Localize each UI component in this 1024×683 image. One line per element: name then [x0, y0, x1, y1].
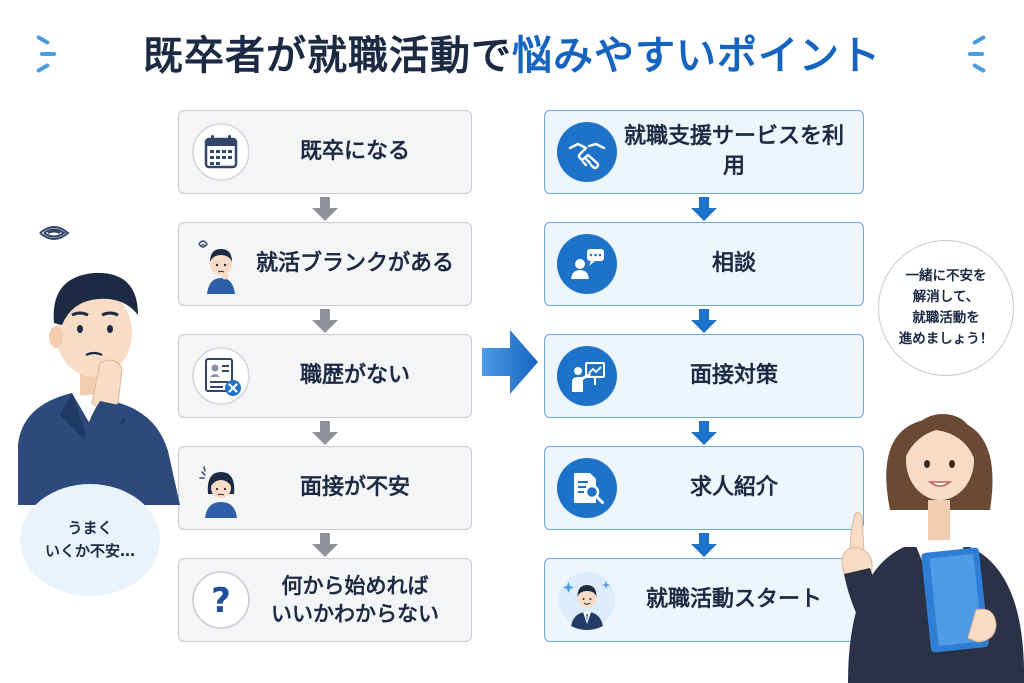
right-step-5: 就職活動スタート: [544, 558, 864, 642]
left-step-4: 面接が不安: [178, 446, 472, 530]
right-step-4-label: 求人紹介: [689, 475, 778, 501]
arrow-down-icon: [312, 421, 338, 445]
right-step-3: 面接対策: [544, 334, 864, 418]
arrow-down-icon: [691, 421, 717, 445]
document-search-icon: [557, 458, 617, 518]
consultation-icon: [557, 234, 617, 294]
left-step-3: 職歴がない: [178, 334, 472, 418]
resume-x-icon: [191, 346, 251, 406]
anxious-woman-icon: [191, 458, 251, 518]
worried-man-icon: [191, 234, 251, 294]
businessman-icon: [557, 570, 617, 630]
left-step-1: 既卒になる: [178, 110, 472, 194]
left-speech-bubble: うまく いくか不安…: [20, 484, 160, 596]
arrow-down-icon: [691, 309, 717, 333]
title-highlight: 悩みやすいポイント: [512, 33, 881, 79]
calendar-icon: [191, 122, 251, 182]
arrow-down-icon: [312, 533, 338, 557]
right-step-1: 就職支援サービスを利用: [544, 110, 864, 194]
left-step-1-label: 既卒になる: [299, 139, 410, 165]
worried-man-illustration: [18, 226, 180, 505]
handshake-icon: [557, 122, 617, 182]
arrow-down-icon: [691, 197, 717, 221]
arrow-down-icon: [312, 309, 338, 333]
right-step-1-label: 就職支援サービスを利用: [623, 124, 844, 179]
right-step-2-label: 相談: [711, 251, 756, 277]
left-speech-bubble-text: うまく いくか不安…: [44, 518, 135, 560]
right-step-2: 相談: [544, 222, 864, 306]
arrow-right-icon: [482, 330, 538, 394]
arrow-down-icon: [312, 197, 338, 221]
page-title: 既卒者が就職活動で 悩みやすいポイント: [0, 22, 1024, 82]
left-step-5-label-line-1: 何から始めれば いいかわからない: [271, 573, 439, 626]
left-step-3-label: 職歴がない: [299, 363, 410, 389]
left-step-4-label: 面接が不安: [299, 475, 410, 501]
left-step-2-label: 就活ブランクがある: [255, 251, 454, 277]
presentation-icon: [557, 346, 617, 406]
right-step-5-label: 就職活動スタート: [645, 587, 822, 613]
question-icon: ?: [191, 570, 251, 630]
right-speech-bubble: 一緒に不安を 解消して、 就職活動を 進めましょう！: [878, 240, 1014, 376]
left-step-5: ? 何から始めれば いいかわからない: [178, 558, 472, 642]
left-step-5-label: 何から始めれば いいかわからない: [251, 572, 471, 629]
svg-text:?: ?: [211, 581, 231, 621]
arrow-down-icon: [691, 533, 717, 557]
right-step-3-label: 面接対策: [689, 363, 778, 389]
title-main: 既卒者が就職活動で: [143, 33, 512, 79]
advisor-woman-illustration: [841, 414, 1024, 683]
right-speech-bubble-text: 一緒に不安を 解消して、 就職活動を 進めましょう！: [898, 268, 994, 347]
right-step-4: 求人紹介: [544, 446, 864, 530]
left-step-2: 就活ブランクがある: [178, 222, 472, 306]
